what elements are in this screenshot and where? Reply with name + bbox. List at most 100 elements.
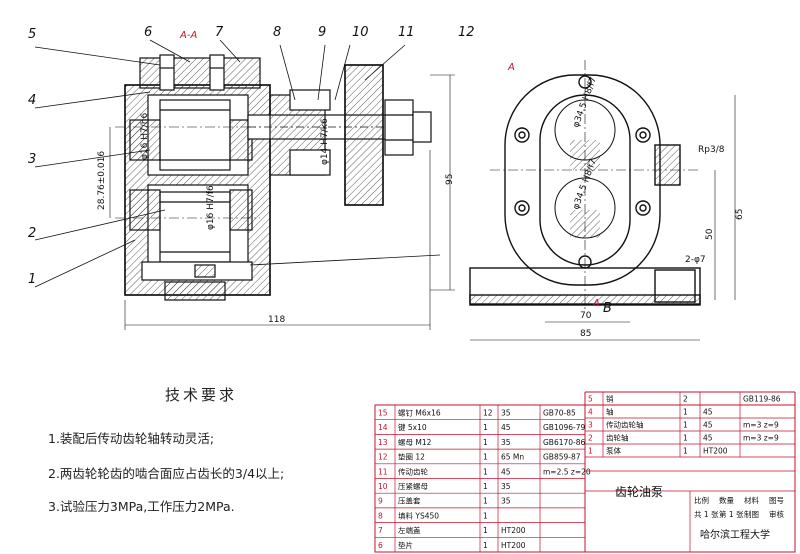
- tech-req-item-1: 1.装配后传动齿轮轴转动灵活;: [48, 431, 215, 446]
- parts-cell: 螺母 M12: [398, 437, 432, 447]
- dim-50: 50: [705, 228, 715, 240]
- part-label-10: 10: [352, 25, 369, 40]
- parts-cell: 销: [606, 394, 614, 404]
- parts-cell: 1: [588, 447, 593, 456]
- parts-cell: 2: [683, 395, 688, 404]
- parts-cell: 3: [588, 421, 593, 430]
- parts-cell: 6: [378, 541, 383, 550]
- meta-cell: 材料: [744, 495, 759, 505]
- parts-cell: 填料 YS450: [398, 510, 439, 520]
- dim-thread: Rp3/8: [698, 145, 725, 155]
- cut-label-bottom: A: [592, 298, 600, 309]
- parts-cell: 垫片: [398, 540, 413, 550]
- parts-cell: 1: [683, 434, 688, 443]
- parts-cell: 15: [378, 409, 388, 418]
- parts-cell: 45: [703, 434, 713, 443]
- part-label-3: 3: [28, 152, 36, 167]
- parts-cell: 轴: [606, 407, 614, 417]
- parts-cell: 35: [501, 482, 511, 491]
- parts-cell: 9: [378, 497, 383, 506]
- parts-cell: 35: [501, 438, 511, 447]
- parts-cell: 45: [501, 423, 511, 432]
- meta-cell: 审核: [769, 509, 784, 519]
- parts-cell: 1: [483, 497, 488, 506]
- part-label-12: 12: [458, 25, 475, 40]
- parts-cell: 4: [588, 408, 593, 417]
- parts-cell: 12: [483, 409, 493, 418]
- meta-cell: 比例: [694, 495, 709, 505]
- leader-lines: [34, 39, 441, 288]
- dim-width-70: 70: [580, 311, 592, 321]
- parts-cell: 1: [483, 423, 488, 432]
- dim-shaft-fit: φ14 H7/k6: [320, 118, 330, 165]
- meta-cell: 图号: [769, 496, 784, 505]
- meta-cell: 第 1 张: [719, 509, 744, 519]
- parts-cell: GB6170-86: [543, 438, 586, 447]
- dim-center-distance: 28.76±0.016: [97, 151, 107, 210]
- parts-cell: 压盖套: [398, 496, 421, 506]
- parts-cell: 1: [683, 421, 688, 430]
- parts-cell: 传动齿轮轴: [606, 420, 644, 430]
- parts-cell: 齿轮轴: [606, 433, 629, 443]
- parts-cell: 45: [501, 467, 511, 476]
- parts-cell: GB859-87: [543, 453, 581, 462]
- parts-cell: 压紧螺母: [398, 481, 428, 491]
- parts-cell: 5: [588, 395, 593, 404]
- parts-cell: 7: [378, 526, 383, 535]
- school-name: 哈尔滨工程大学: [700, 528, 770, 541]
- parts-cell: 1: [483, 511, 488, 520]
- part-label-4: 4: [28, 93, 36, 108]
- dim-height: 95: [445, 174, 455, 185]
- front-dimension-text: 118 95 28.76±0.016 φ16 H7/h6 φ16 H7/f6 φ…: [97, 113, 455, 325]
- tech-req-item-2: 2.两齿轮轮齿的啮合面应占齿长的3/4以上;: [48, 466, 285, 481]
- parts-cell: 13: [378, 438, 388, 447]
- part-label-8: 8: [273, 25, 281, 40]
- parts-cell: HT200: [703, 447, 728, 456]
- dim-overall-length: 118: [268, 315, 285, 325]
- dim-65: 65: [735, 209, 745, 220]
- parts-cell: m=3 z=9: [743, 421, 779, 430]
- parts-cell: HT200: [501, 526, 526, 535]
- side-view: [469, 60, 736, 341]
- front-dimensions: [109, 74, 455, 330]
- dim-width-85: 85: [580, 329, 591, 339]
- parts-cell: 35: [501, 497, 511, 506]
- front-section-view: [115, 54, 432, 301]
- dim-gear-dia: φ16 H7/f6: [206, 185, 216, 230]
- part-label-6: 6: [144, 25, 152, 40]
- parts-cell: GB119-86: [743, 395, 781, 404]
- cut-label-top: A: [507, 62, 515, 73]
- meta-cell: 制图: [744, 509, 759, 519]
- part-label-2: 2: [28, 226, 36, 241]
- dim-shaft-dia: φ16 H7/h6: [140, 113, 150, 160]
- meta-cell: 数量: [719, 495, 734, 505]
- parts-cell: GB1096-79: [543, 423, 586, 432]
- parts-cell: 1: [483, 438, 488, 447]
- parts-cell: 1: [683, 447, 688, 456]
- tech-req-title: 技术要求: [165, 386, 238, 404]
- parts-cell: 泵体: [606, 446, 621, 456]
- parts-cell: 8: [378, 511, 383, 520]
- parts-cell: 12: [378, 453, 388, 462]
- parts-cell: GB70-85: [543, 409, 576, 418]
- part-label-11: 11: [398, 25, 415, 40]
- part-labels: 5 4 3 2 1 6 7 8 9 10 11 12 A-A: [28, 25, 475, 287]
- assembly-name: 齿轮油泵: [615, 485, 663, 499]
- meta-cell: 共 1 张: [694, 510, 719, 519]
- view-b-label: B: [603, 301, 612, 316]
- parts-cell: 45: [703, 421, 713, 430]
- tech-req-item-3: 3.试验压力3MPa,工作压力2MPa.: [48, 499, 235, 514]
- parts-cell: 1: [483, 467, 488, 476]
- parts-cell: 11: [378, 467, 388, 476]
- parts-cell: 45: [703, 408, 713, 417]
- part-label-5: 5: [28, 27, 36, 42]
- parts-cell: 14: [378, 423, 388, 432]
- parts-cell: 1: [483, 453, 488, 462]
- parts-cell: 2: [588, 434, 593, 443]
- parts-cell: 传动齿轮: [398, 466, 428, 476]
- parts-cell: 10: [378, 482, 388, 491]
- parts-cell: m=2.5 z=20: [543, 467, 591, 476]
- part-label-1: 1: [28, 272, 36, 287]
